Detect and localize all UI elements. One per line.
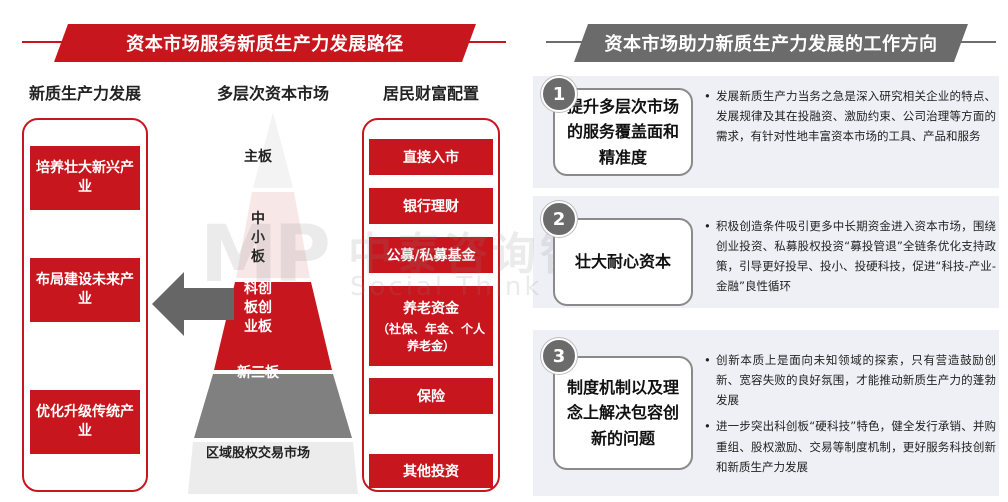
direction-title-3: 制度机制以及理念上解决包容创新的问题 bbox=[553, 356, 693, 470]
wa-item-fund-label: 公募/私募基金 bbox=[386, 248, 476, 264]
wa-item-insurance-label: 保险 bbox=[417, 389, 445, 405]
wa-item-other-label: 其他投资 bbox=[403, 464, 459, 480]
capital-market-header: 多层次资本市场 bbox=[216, 84, 329, 103]
right-banner: 资本市场助力新质生产力发展的工作方向 bbox=[546, 24, 996, 62]
pyramid-level-regional bbox=[188, 442, 358, 494]
new-productivity-header: 新质生产力发展 bbox=[28, 84, 141, 103]
wa-item-other: 其他投资 bbox=[369, 454, 493, 488]
pyramid-label-sme-board: 中小板 bbox=[251, 211, 265, 265]
wealth-allocation-frame bbox=[362, 118, 500, 492]
np-item-future: 布局建设未来产业 bbox=[30, 258, 140, 322]
wa-item-direct-label: 直接入市 bbox=[403, 150, 459, 166]
pyramid-label-regional: 区域股权交易市场 bbox=[205, 446, 310, 461]
wa-item-pension-label: 养老资金 bbox=[403, 301, 459, 318]
direction-number-2: 2 bbox=[541, 201, 577, 237]
direction-number-1: 1 bbox=[541, 76, 577, 112]
new-productivity-frame bbox=[22, 118, 148, 492]
wa-item-pension-sub: （社保、年金、个人养老金） bbox=[376, 322, 485, 353]
wealth-allocation-header: 居民财富配置 bbox=[382, 84, 479, 103]
direction-3-bullet-2: 进一步突出科创板“硬科技”特色，健全发行承销、并购重组、股权激励、交易等制度机制… bbox=[704, 416, 996, 476]
wa-item-direct: 直接入市 bbox=[369, 139, 493, 175]
left-arrow-icon bbox=[152, 272, 234, 336]
pyramid-level-sme-board bbox=[236, 192, 310, 278]
direction-1-bullet-1: 发展新质生产力当务之急是深入研究相关企业的特点、发展规律及其在投融资、激励约束、… bbox=[704, 86, 996, 146]
wa-item-insurance: 保险 bbox=[369, 378, 493, 414]
np-item-emerging: 培养壮大新兴产业 bbox=[30, 146, 140, 210]
direction-title-1: 提升多层次市场的服务覆盖面和精准度 bbox=[553, 88, 693, 176]
direction-3-bullet-1: 创新本质上是面向未知领域的探索，只有营造鼓励创新、宽容失败的良好氛围，才能推动新… bbox=[704, 350, 996, 410]
pyramid-level-star-board bbox=[214, 282, 332, 370]
direction-text-1: 发展新质生产力当务之急是深入研究相关企业的特点、发展规律及其在投融资、激励约束、… bbox=[704, 86, 996, 146]
direction-text-3: 创新本质上是面向未知领域的探索，只有营造鼓励创新、宽容失败的良好氛围，才能推动新… bbox=[704, 350, 996, 477]
pyramid-label-neeq: 新三板 bbox=[237, 365, 279, 381]
pyramid-label-star-board: 科创板创业板 bbox=[244, 281, 272, 335]
wa-item-bank: 银行理财 bbox=[369, 188, 493, 224]
left-banner: 资本市场服务新质生产力发展路径 bbox=[22, 24, 506, 62]
wa-item-pension: 养老资金 （社保、年金、个人养老金） bbox=[369, 286, 493, 366]
direction-title-2: 壮大耐心资本 bbox=[553, 218, 693, 306]
direction-number-3: 3 bbox=[541, 338, 577, 374]
capital-market-pyramid bbox=[188, 112, 358, 494]
left-banner-title: 资本市场服务新质生产力发展路径 bbox=[54, 24, 476, 62]
pyramid-level-main-board bbox=[253, 112, 293, 188]
pyramid-label-main-board: 主板 bbox=[244, 149, 272, 165]
direction-2-bullet-1: 积极创造条件吸引更多中长期资金进入资本市场，围绕创业投资、私募股权投资“募投管退… bbox=[704, 216, 996, 297]
direction-text-2: 积极创造条件吸引更多中长期资金进入资本市场，围绕创业投资、私募股权投资“募投管退… bbox=[704, 216, 996, 297]
wa-item-bank-label: 银行理财 bbox=[403, 199, 459, 215]
pyramid-level-neeq bbox=[194, 374, 352, 438]
wa-item-fund: 公募/私募基金 bbox=[369, 237, 493, 273]
np-item-traditional: 优化升级传统产业 bbox=[30, 390, 140, 454]
right-banner-title: 资本市场助力新质生产力发展的工作方向 bbox=[574, 24, 968, 62]
